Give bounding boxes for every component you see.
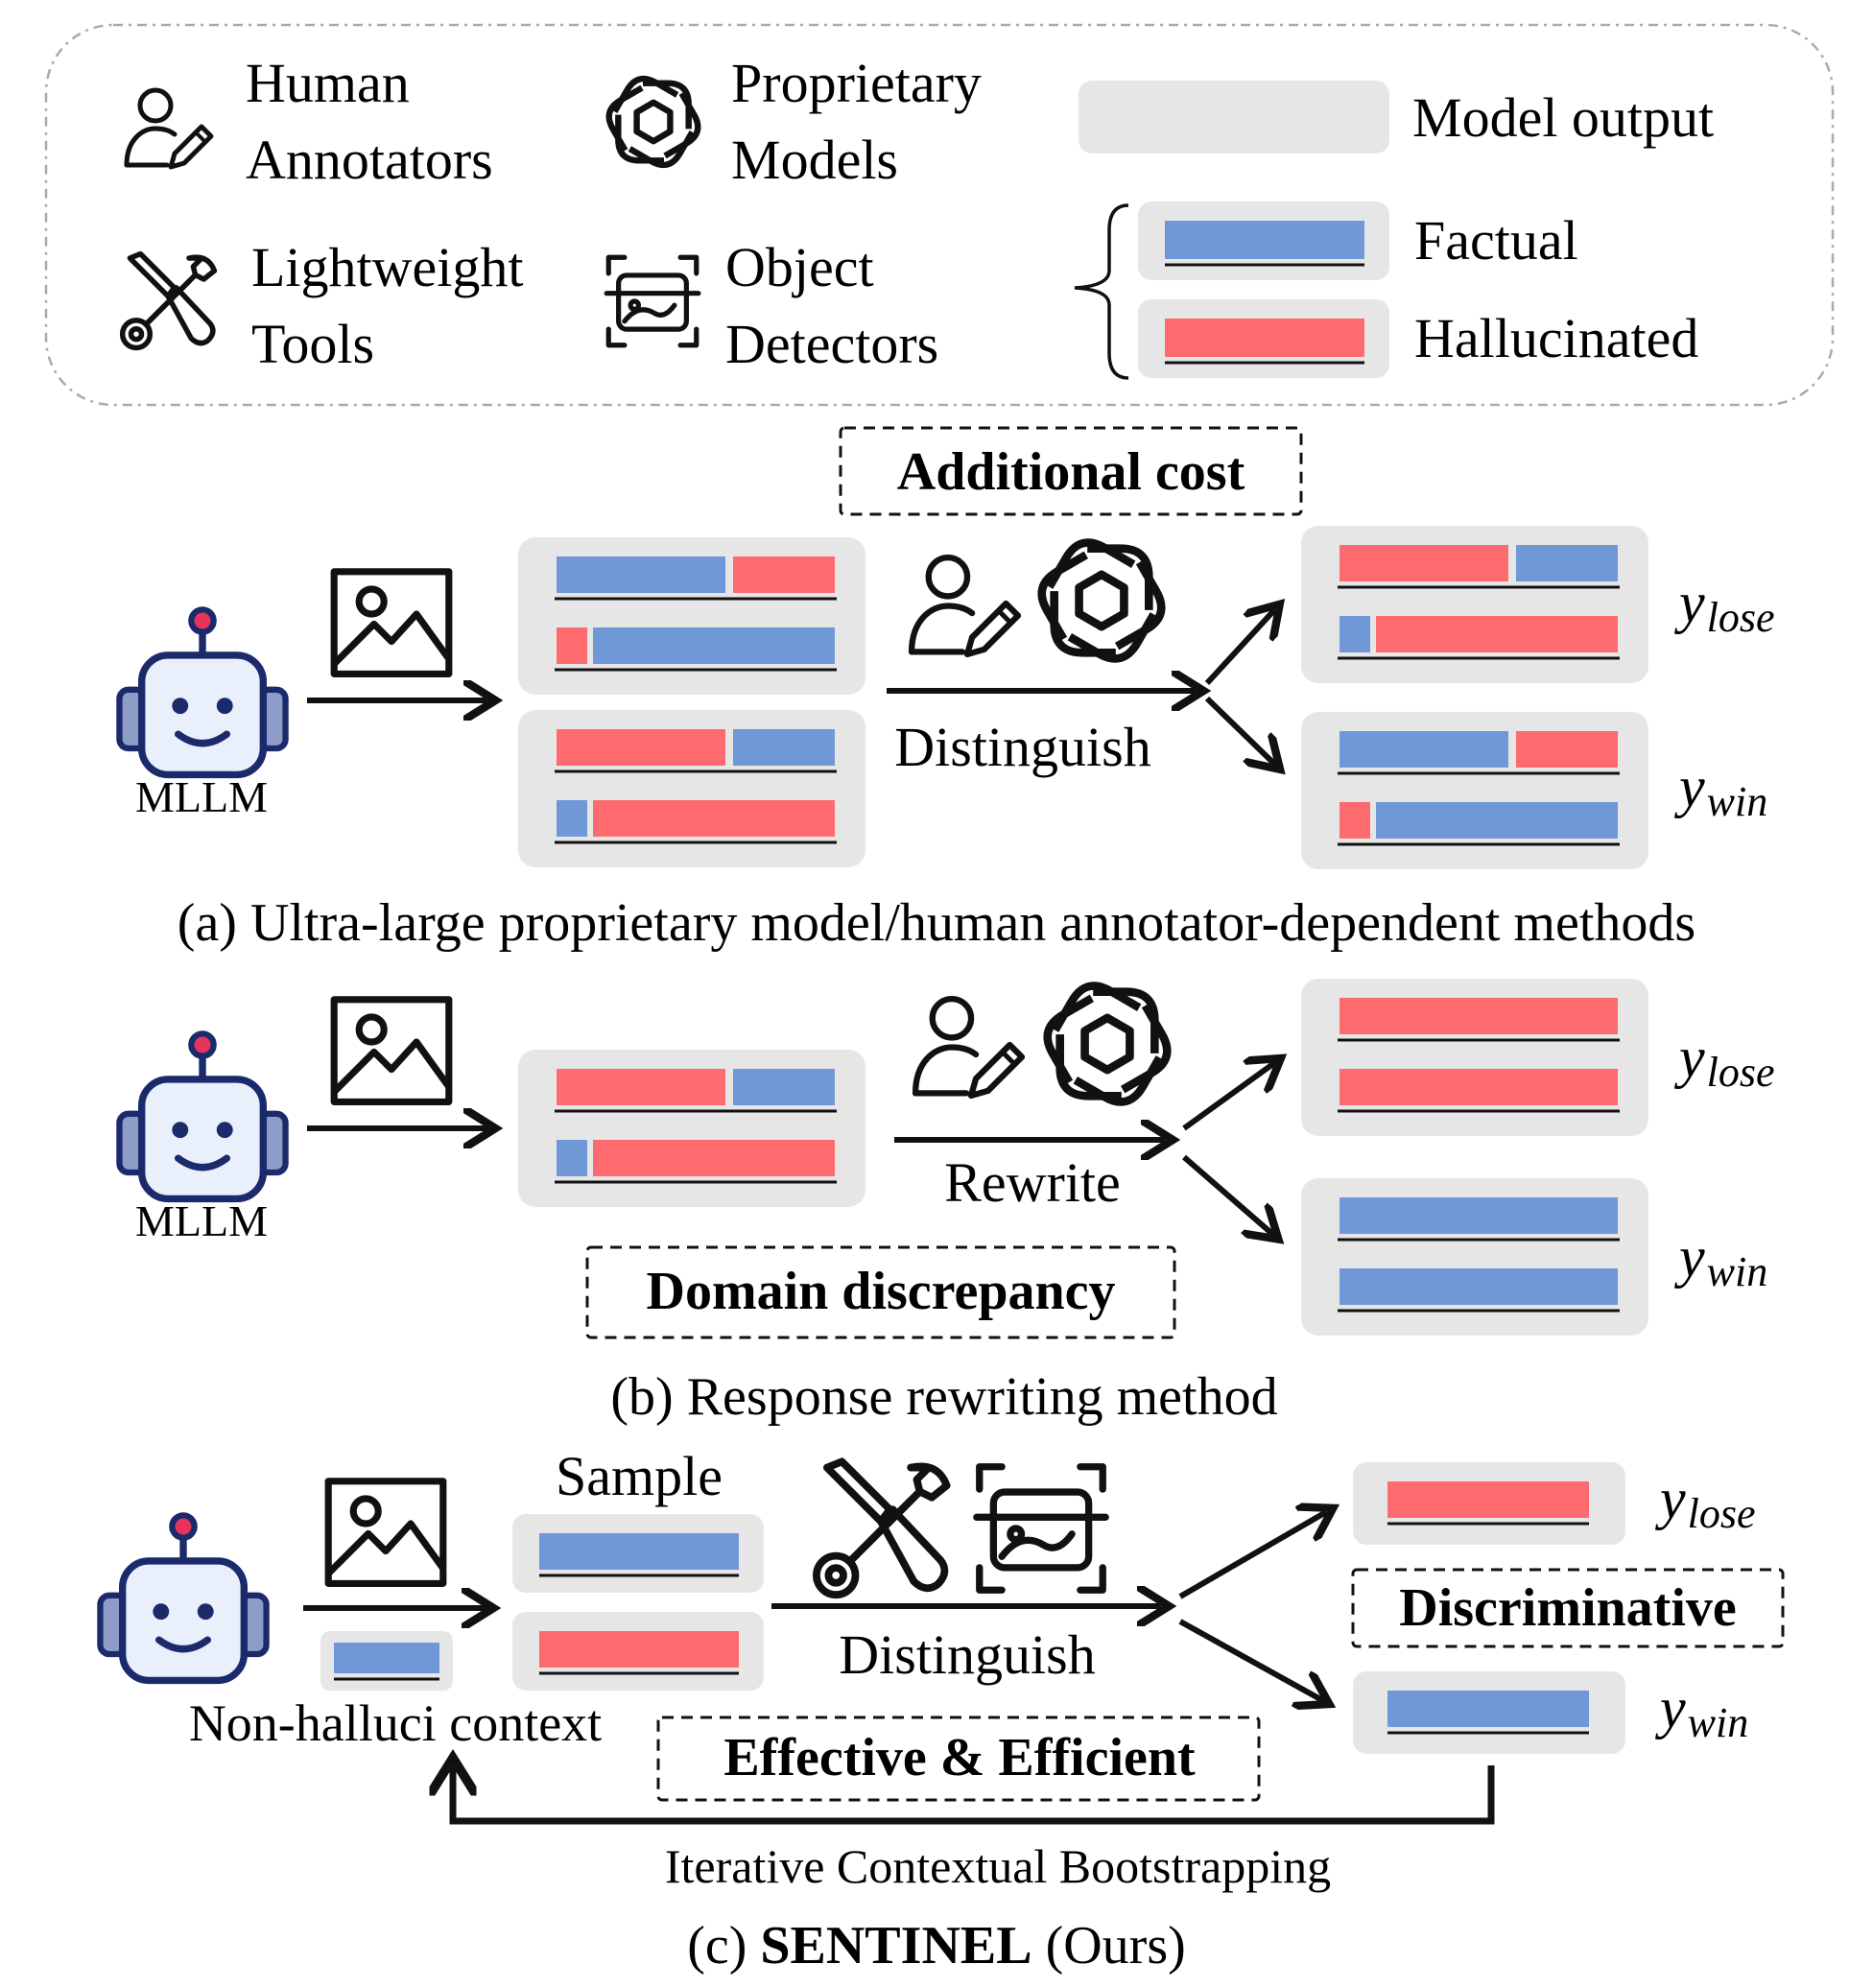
panel-b-rewrite-label: Rewrite xyxy=(944,1151,1121,1214)
panel-c-loop-label: Iterative Contextual Bootstrapping xyxy=(665,1839,1331,1893)
panel-a-lose-seg xyxy=(1340,616,1370,652)
legend-detectors-line2: Detectors xyxy=(725,313,938,375)
panel-a-out1-seg xyxy=(557,556,725,593)
panel-a-out2-seg xyxy=(557,729,725,766)
object-detector-icon xyxy=(606,257,699,345)
panel-a-mllm-label: MLLM xyxy=(135,772,268,821)
panel-a-win-seg xyxy=(1340,802,1370,839)
panel-c: Non-halluci context Sample Distinguish y… xyxy=(100,1445,1785,1976)
panel-c-win-arrow xyxy=(1178,1619,1322,1700)
legend: Human Annotators Proprietary Models Mode… xyxy=(44,23,1835,407)
panel-a-lose-seg xyxy=(1376,616,1618,652)
panel-b-lose-arrow xyxy=(1182,1063,1274,1131)
legend-proprietary-line1: Proprietary xyxy=(731,52,982,114)
panel-b-mllm-label: MLLM xyxy=(135,1196,268,1245)
panel-c-y-win: ywin xyxy=(1654,1676,1748,1746)
panel-b-lose-seg xyxy=(1340,998,1618,1034)
panel-c-context-bar xyxy=(334,1643,439,1673)
panel-c-sample-label: Sample xyxy=(556,1445,723,1507)
legend-proprietary-line2: Models xyxy=(731,129,898,191)
panel-b-win-arrow xyxy=(1182,1154,1272,1234)
legend-frame xyxy=(44,23,1835,407)
panel-c-discriminative-box xyxy=(1351,1568,1785,1648)
panel-a: Additional cost MLLM Distinguish xyxy=(119,426,1775,953)
panel-a-out2-seg xyxy=(733,729,835,766)
panel-a-proprietary-icon xyxy=(1032,533,1170,668)
legend-hallucinated-label: Hallucinated xyxy=(1414,307,1698,369)
panel-a-lose-arrow xyxy=(1204,610,1274,686)
panel-a-out1-seg xyxy=(733,556,835,593)
panel-c-detector-icon xyxy=(977,1467,1105,1590)
lightweight-tools-icon xyxy=(123,254,215,348)
panel-c-effective-box xyxy=(656,1716,1261,1802)
panel-b-y-win: ywin xyxy=(1673,1225,1767,1295)
panel-b-out-seg xyxy=(593,1140,835,1176)
panel-a-image-icon xyxy=(334,572,449,674)
panel-c-robot-icon xyxy=(100,1515,266,1680)
panel-b-proprietary-icon xyxy=(1038,977,1175,1111)
human-annotator-icon xyxy=(127,90,211,167)
panel-c-image-icon xyxy=(328,1481,443,1584)
legend-model-output-label: Model output xyxy=(1412,86,1714,149)
panel-c-effective-label: Effective & Efficient xyxy=(723,1728,1196,1787)
panel-b-caption: (b) Response rewriting method xyxy=(610,1367,1277,1427)
legend-hallucinated-bar xyxy=(1165,319,1364,357)
panel-c-y-lose: ylose xyxy=(1654,1467,1756,1537)
legend-human-line1: Human xyxy=(246,52,410,114)
panel-b-robot-icon xyxy=(119,1033,285,1198)
panel-a-win-seg xyxy=(1516,731,1618,768)
legend-brace xyxy=(1074,203,1129,380)
legend-human-line2: Annotators xyxy=(246,129,493,191)
panel-c-lose-arrow xyxy=(1178,1512,1326,1599)
panel-a-y-lose: ylose xyxy=(1673,571,1775,641)
panel-a-out1-seg xyxy=(593,627,835,664)
legend-factual-label: Factual xyxy=(1414,209,1578,272)
panel-b-win-seg xyxy=(1340,1268,1618,1305)
panel-b-image-icon xyxy=(334,1000,449,1102)
panel-b-lose-seg xyxy=(1340,1069,1618,1105)
panel-a-win-arrow xyxy=(1204,696,1274,764)
proprietary-model-icon xyxy=(603,72,705,172)
panel-c-context-label: Non-halluci context xyxy=(189,1694,602,1752)
panel-a-distinguish-label: Distinguish xyxy=(894,716,1151,778)
panel-a-y-win: ywin xyxy=(1673,755,1767,825)
legend-tools-line1: Lightweight xyxy=(251,236,524,298)
legend-factual-bar xyxy=(1165,221,1364,259)
panel-b: MLLM Rewrite Domain discrepancy ylose yw… xyxy=(119,977,1775,1427)
panel-b-human-icon xyxy=(915,999,1022,1096)
panel-a-cost-label: Additional cost xyxy=(897,442,1245,502)
legend-tools-line2: Tools xyxy=(251,313,374,375)
panel-c-distinguish-label: Distinguish xyxy=(839,1623,1096,1686)
panel-c-discriminative-label: Discriminative xyxy=(1399,1578,1736,1638)
panel-a-lose-seg xyxy=(1340,545,1508,581)
panel-c-tools-icon xyxy=(817,1461,947,1595)
panel-c-bootstrap-loop-arrow xyxy=(453,1765,1495,1825)
panel-a-lose-seg xyxy=(1516,545,1618,581)
panel-a-cost-box xyxy=(839,426,1303,516)
legend-detectors-line1: Object xyxy=(725,236,874,298)
panel-b-y-lose: ylose xyxy=(1673,1026,1775,1096)
panel-a-human-icon xyxy=(912,557,1018,654)
panel-a-out2-seg xyxy=(557,800,587,837)
panel-c-win-bar xyxy=(1387,1691,1589,1727)
panel-b-issue-box xyxy=(585,1245,1176,1339)
panel-a-win-seg xyxy=(1376,802,1618,839)
panel-c-sample-2-bar xyxy=(539,1631,739,1668)
panel-b-win-seg xyxy=(1340,1197,1618,1234)
panel-b-out-seg xyxy=(557,1069,725,1105)
panel-c-caption: (c) SENTINEL (Ours) xyxy=(687,1916,1186,1976)
panel-a-win-seg xyxy=(1340,731,1508,768)
panel-a-out1-seg xyxy=(557,627,587,664)
legend-model-output-swatch xyxy=(1079,81,1389,154)
panel-b-out-seg xyxy=(557,1140,587,1176)
panel-c-lose-bar xyxy=(1387,1481,1589,1518)
panel-b-out-seg xyxy=(733,1069,835,1105)
panel-a-out2-seg xyxy=(593,800,835,837)
panel-a-caption: (a) Ultra-large proprietary model/human … xyxy=(178,893,1695,953)
panel-b-issue-label: Domain discrepancy xyxy=(647,1262,1116,1321)
panel-a-robot-icon xyxy=(119,609,285,774)
panel-c-sample-1-bar xyxy=(539,1533,739,1570)
